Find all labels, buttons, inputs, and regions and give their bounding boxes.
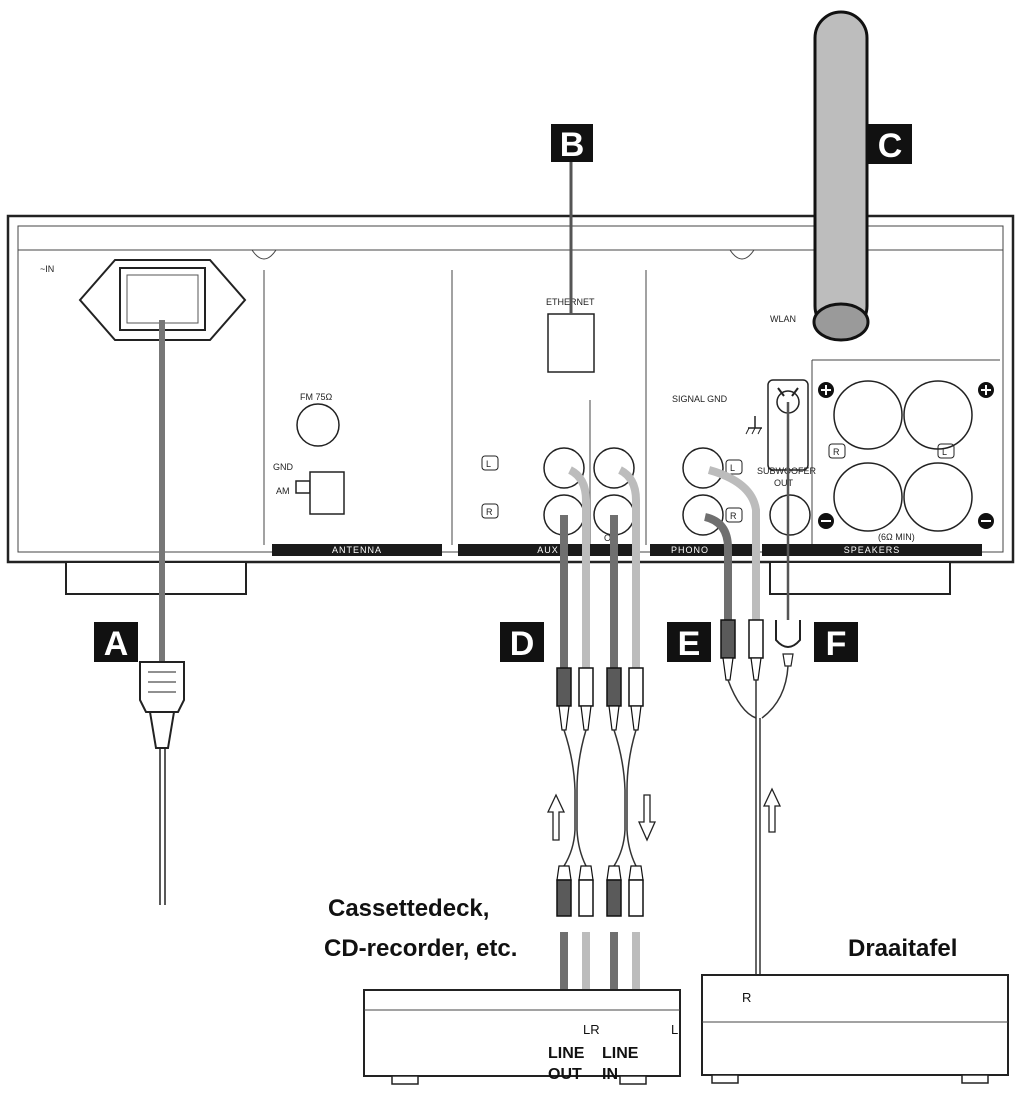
section-label-aux: AUX — [458, 544, 638, 556]
phono-cable — [703, 466, 764, 975]
speaker-l-plus[interactable] — [903, 380, 973, 450]
fm-antenna-terminal[interactable]: FM 75Ω — [296, 392, 340, 447]
am-label: AM — [276, 486, 290, 496]
section-label-speakers: SPEAKERS — [762, 544, 982, 556]
speaker-r-minus[interactable] — [833, 462, 903, 532]
speaker-terminals: R L (6Ω MIN) — [818, 380, 994, 542]
section-aux-text: AUX — [537, 545, 559, 555]
phono-r-jack[interactable] — [682, 494, 724, 536]
line-out-label-2: OUT — [548, 1066, 582, 1083]
badge-c: C — [868, 124, 912, 165]
turntable: Draaitafel R — [701, 935, 1009, 1084]
speaker-r-marker: R — [833, 447, 840, 457]
badge-d: D — [500, 622, 544, 663]
fm-label: FM 75Ω — [300, 392, 333, 402]
ground-icon — [745, 416, 762, 435]
line-in-label-1: LINE — [602, 1045, 639, 1062]
badge-b-text: B — [560, 126, 585, 164]
turntable-title: Draaitafel — [848, 935, 957, 962]
aux-out-l-jack[interactable] — [593, 447, 635, 489]
gnd-label: GND — [273, 462, 294, 472]
section-phono-text: PHONO — [671, 545, 709, 555]
phono-l-marker: L — [730, 463, 735, 473]
badge-c-text: C — [878, 127, 903, 165]
badge-f: F — [814, 622, 858, 663]
plus-icon — [818, 382, 994, 398]
aux-cables — [556, 466, 644, 992]
power-cable — [139, 320, 185, 905]
wlan-antenna[interactable] — [812, 10, 870, 342]
badge-e: E — [667, 622, 711, 663]
speaker-l-minus[interactable] — [903, 462, 973, 532]
line-out-label-1: LINE — [548, 1045, 585, 1062]
aux-l-marker: L — [486, 459, 491, 469]
aux-in-l-jack[interactable] — [543, 447, 585, 489]
out-section-marker: O — [604, 533, 611, 543]
badge-d-text: D — [510, 625, 535, 663]
badge-f-text: F — [826, 625, 847, 663]
badge-b: B — [551, 124, 593, 164]
speaker-r-plus[interactable] — [833, 380, 903, 450]
section-label-phono: PHONO — [650, 544, 760, 556]
wlan-label: WLAN — [770, 314, 796, 324]
phono-l-jack[interactable] — [682, 447, 724, 489]
cassette-l-label: L — [671, 1022, 678, 1037]
ground-lead — [761, 402, 801, 719]
am-antenna-terminal[interactable]: GND AM — [273, 462, 345, 515]
cassette-title-line1: Cassettedeck, — [328, 895, 489, 922]
arrow-down-icon — [637, 794, 657, 842]
arrow-up-icon — [546, 793, 566, 841]
cassette-title-line2: CD-recorder, etc. — [324, 935, 517, 962]
subwoofer-label-2: OUT — [774, 478, 794, 488]
cassette-deck: Cassettedeck, CD-recorder, etc. LR L LIN… — [324, 895, 681, 1085]
line-in-label-2: IN — [602, 1066, 618, 1083]
turntable-r-label: R — [742, 990, 751, 1005]
section-speakers-text: SPEAKERS — [844, 545, 901, 555]
section-antenna-text: ANTENNA — [332, 545, 382, 555]
aux-r-marker: R — [486, 507, 493, 517]
phono-r-marker: R — [730, 511, 737, 521]
speaker-l-marker: L — [942, 447, 947, 457]
badge-a-text: A — [104, 625, 129, 663]
power-in-label: ~IN — [40, 264, 54, 274]
arrow-up-icon — [762, 787, 782, 833]
badge-a: A — [94, 622, 138, 663]
cassette-lr-label: LR — [583, 1022, 600, 1037]
signal-gnd-label: SIGNAL GND — [672, 394, 728, 404]
phono-jacks: L R — [682, 447, 743, 536]
speaker-impedance-label: (6Ω MIN) — [878, 532, 915, 542]
badge-e-text: E — [678, 625, 701, 663]
minus-icon — [818, 513, 994, 529]
section-label-antenna: ANTENNA — [272, 544, 442, 556]
